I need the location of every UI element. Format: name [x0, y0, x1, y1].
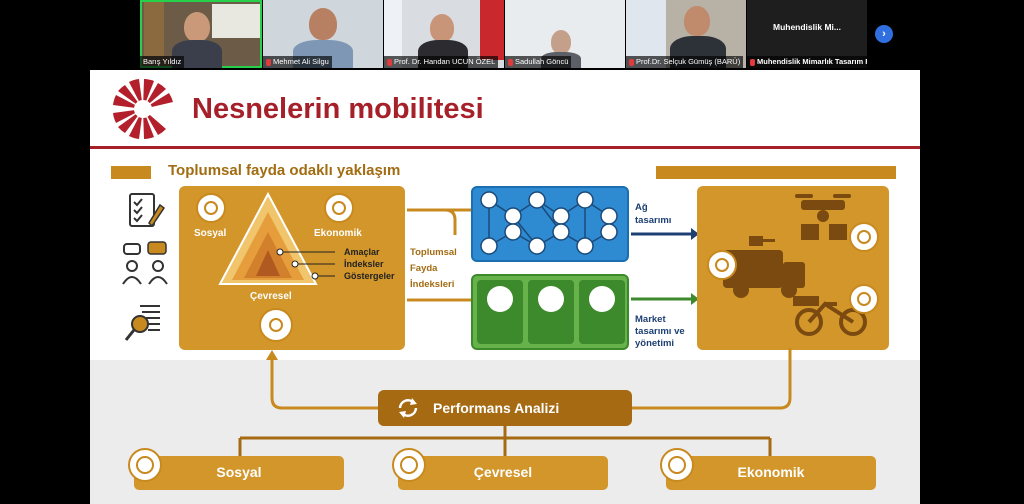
university-logo — [113, 79, 173, 139]
feedback-loop — [266, 348, 792, 410]
participant-name: Mehmet Ali Silgu — [273, 57, 329, 66]
fridge-icon — [589, 286, 615, 312]
refresh-icon — [398, 398, 418, 418]
participant-name: Prof. Dr. Handan UCUN ÖZEL — [394, 57, 496, 66]
subtitle-band-left — [111, 166, 151, 179]
shared-slide: Nesnelerin mobilitesi Toplumsal fayda od… — [90, 70, 920, 504]
muted-mic-icon — [266, 58, 271, 66]
bottom-social-label: Sosyal — [216, 464, 262, 480]
next-participants-button[interactable]: › — [875, 25, 893, 43]
muted-mic-icon — [629, 58, 634, 66]
market-cell — [477, 280, 523, 344]
outcomes-illustration — [723, 194, 867, 336]
avatar — [551, 30, 571, 54]
slide-title: Nesnelerin mobilitesi — [192, 93, 484, 125]
participant-tile[interactable]: Barış Yıldız — [140, 0, 262, 68]
indices-label-line2: Fayda — [410, 263, 438, 274]
pyramid-diagram — [218, 192, 318, 285]
network-panel — [471, 186, 629, 262]
title-divider — [90, 146, 920, 149]
pyramid-level-indices: İndeksler — [344, 259, 384, 269]
participant-tile[interactable]: Muhendislik Mi... Muhendislik Mimarlık T… — [747, 0, 867, 68]
pyramid-label-social: Sosyal — [194, 228, 227, 239]
economic-icon — [324, 193, 354, 223]
muted-mic-icon — [387, 58, 392, 66]
market-cell — [579, 280, 625, 344]
market-label-line2: tasarımı ve — [635, 326, 685, 337]
performance-analysis-box: Performans Analizi — [378, 390, 632, 426]
chevron-right-icon: › — [882, 28, 886, 40]
pyramid-level-indicators: Göstergeler — [344, 271, 395, 281]
market-label-line3: yönetimi — [635, 338, 675, 349]
market-label-line1: Market — [635, 314, 666, 325]
participant-name: Muhendislik Mimarlık Tasarım Fa... — [757, 57, 867, 66]
bottom-economic-label: Ekonomik — [737, 464, 805, 480]
bottom-economic-box: Ekonomik — [666, 456, 876, 490]
performance-analysis-label: Performans Analizi — [433, 400, 560, 416]
participant-name: Prof.Dr. Selçuk Gümüş (BARÜ) — [636, 57, 741, 66]
checklist-icon — [129, 193, 166, 228]
bottom-social-box: Sosyal — [134, 456, 344, 490]
layout-icon — [538, 286, 564, 312]
network-arrow — [631, 228, 699, 240]
slide-subtitle: Toplumsal fayda odaklı yaklaşım — [162, 162, 407, 179]
participant-name: Sadullah Göncü — [515, 57, 569, 66]
avatar — [430, 14, 454, 42]
indices-label-line1: Toplumsal — [410, 247, 457, 258]
document-search-icon — [124, 305, 160, 341]
growth-icon — [707, 250, 737, 280]
avatar — [309, 8, 337, 40]
market-panel — [471, 274, 629, 350]
environment-hand-icon — [392, 448, 426, 482]
pyramid-label-economic: Ekonomik — [314, 228, 362, 239]
outcomes-panel — [697, 186, 889, 350]
participant-tile[interactable]: Prof. Dr. Handan UCUN ÖZEL — [384, 0, 504, 68]
network-diagram — [480, 191, 618, 255]
subtitle-band-right — [656, 166, 896, 179]
right-margin — [920, 70, 1024, 504]
bottom-environmental-label: Çevresel — [473, 464, 533, 480]
participant-tile[interactable]: Sadullah Göncü — [505, 0, 625, 68]
participant-strip: Barış Yıldız Mehmet Ali Silgu Prof. Dr. … — [0, 0, 1024, 70]
network-design-label-line2: tasarımı — [635, 215, 672, 226]
discussion-icon — [122, 241, 168, 285]
muted-mic-icon — [508, 58, 513, 66]
market-cell — [528, 280, 574, 344]
social-network-icon — [849, 284, 879, 314]
participant-name: Barış Yıldız — [143, 57, 182, 66]
market-arrow — [631, 293, 699, 305]
avatar — [184, 12, 210, 42]
muted-mic-icon — [750, 58, 755, 66]
performance-tree-lines — [238, 426, 772, 456]
pyramid-label-environmental: Çevresel — [250, 291, 292, 302]
environment-hand-icon — [259, 308, 293, 342]
social-icon — [128, 448, 162, 482]
economic-coin-icon — [660, 448, 694, 482]
network-design-label-line1: Ağ — [635, 202, 648, 213]
avatar — [684, 6, 710, 36]
pyramid-pointers — [276, 248, 335, 280]
participant-tile[interactable]: Mehmet Ali Silgu — [263, 0, 383, 68]
shop-icon — [487, 286, 513, 312]
bottom-environmental-box: Çevresel — [398, 456, 608, 490]
social-icon — [196, 193, 226, 223]
economic-coin-icon — [849, 222, 879, 252]
indices-label-line3: İndeksleri — [410, 279, 455, 290]
pyramid-level-goals: Amaçlar — [344, 247, 380, 257]
participant-display-name: Muhendislik Mi... — [772, 22, 841, 32]
participant-tile[interactable]: Prof.Dr. Selçuk Gümüş (BARÜ) — [626, 0, 746, 68]
